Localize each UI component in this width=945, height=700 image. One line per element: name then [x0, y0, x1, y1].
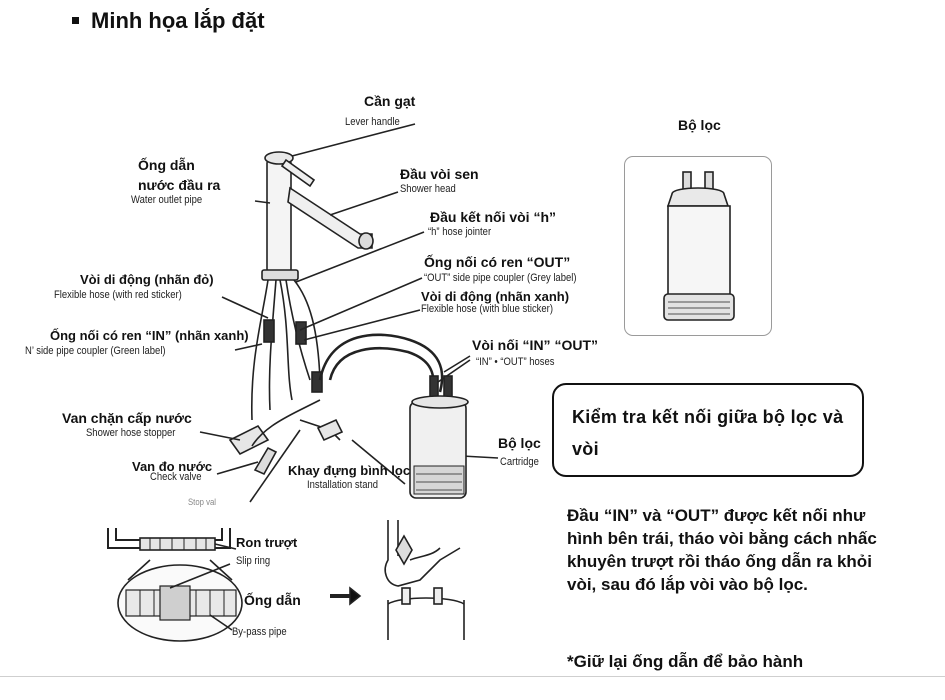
- out-coupler-label-en: “OUT” side pipe coupler (Grey label): [424, 272, 577, 284]
- in-hose: [318, 333, 444, 393]
- stopper-label-en: Shower hose stopper: [86, 427, 176, 439]
- lever-label-en: Lever handle: [345, 116, 400, 128]
- slip-ring-label-en: Slip ring: [236, 555, 271, 567]
- blue-hose-label-en: Flexible hose (with blue sticker): [421, 303, 553, 315]
- hose-1: [250, 279, 269, 421]
- in-coupler-label-en: N’ side pipe coupler (Green label): [25, 345, 166, 357]
- cartridge-label-en: Cartridge: [500, 456, 539, 468]
- faucet-base: [261, 269, 299, 281]
- check-valve: [253, 446, 278, 476]
- slip-ring-inset: [139, 537, 216, 551]
- callout-box: Kiểm tra kết nối giữa bộ lọc và vòi: [552, 383, 864, 477]
- stop-valve-partial: Stop val: [188, 497, 216, 507]
- out-hose: [328, 347, 435, 393]
- in-out-hose-label-en: “IN” • “OUT” hoses: [476, 356, 555, 368]
- shower-head-label-en: Shower head: [400, 183, 456, 195]
- in-out-hose-label: Vòi nối “IN” “OUT”: [472, 337, 598, 353]
- lever-handle: [280, 158, 316, 188]
- in-coupler-label: Ống nối có ren “IN” (nhãn xanh): [50, 328, 249, 343]
- page-title-text: Minh họa lắp đặt: [91, 8, 265, 33]
- callout-text: Kiểm tra kết nối giữa bộ lọc và vòi: [572, 407, 844, 459]
- filter-panel: [624, 156, 772, 336]
- hose-stopper: [228, 424, 270, 456]
- red-hose-label-en: Flexible hose (with red sticker): [54, 289, 182, 301]
- slip-ring-label: Ron trượt: [236, 535, 298, 550]
- page-title: Minh họa lắp đặt: [72, 8, 265, 34]
- h-jointer-label: Đầu kết nối vòi “h”: [430, 209, 557, 225]
- outlet-label: Ống dẫn: [138, 157, 195, 173]
- outlet-label-2: nước đầu ra: [138, 177, 221, 193]
- hose-2: [268, 279, 277, 411]
- cartridge-label: Bộ lọc: [498, 435, 541, 451]
- blue-hose-label: Vòi di động (nhãn xanh): [421, 289, 570, 304]
- arrow-right-icon: [349, 586, 362, 606]
- hand-sketch: [384, 520, 461, 587]
- blue-coupler: [295, 321, 307, 345]
- red-coupler: [263, 319, 275, 343]
- faucet-body: [266, 159, 292, 273]
- shower-head-label: Đầu vòi sen: [400, 166, 479, 182]
- outlet-label-en: Water outlet pipe: [131, 194, 203, 206]
- lever-label: Cần gạt: [364, 93, 416, 109]
- divider: [0, 676, 945, 677]
- stand-label-en: Installation stand: [307, 479, 379, 491]
- bypass-label: Ống dẫn: [244, 592, 301, 608]
- red-hose-label: Vòi di động (nhãn đỏ): [80, 272, 214, 287]
- bypass-label-en: By-pass pipe: [232, 626, 287, 638]
- filter-panel-title: Bộ lọc: [678, 117, 721, 133]
- stopper-label: Van chặn cấp nước: [62, 410, 192, 426]
- h-jointer-label-en: “h” hose jointer: [428, 226, 492, 238]
- check-valve-label: Van đo nước: [132, 459, 213, 474]
- shower-spout: [287, 186, 373, 249]
- instructions-text: Đầu “IN” và “OUT” được kết nối như hình …: [567, 506, 877, 594]
- bullet-icon: [72, 16, 79, 24]
- out-coupler-label: Ống nối có ren “OUT”: [424, 254, 571, 270]
- hose-4: [293, 279, 321, 381]
- stand-label: Khay đựng bình lọc: [288, 463, 411, 478]
- warranty-note: *Giữ lại ống dẫn để bảo hành: [567, 652, 804, 671]
- check-valve-label-en: Check valve: [150, 471, 202, 483]
